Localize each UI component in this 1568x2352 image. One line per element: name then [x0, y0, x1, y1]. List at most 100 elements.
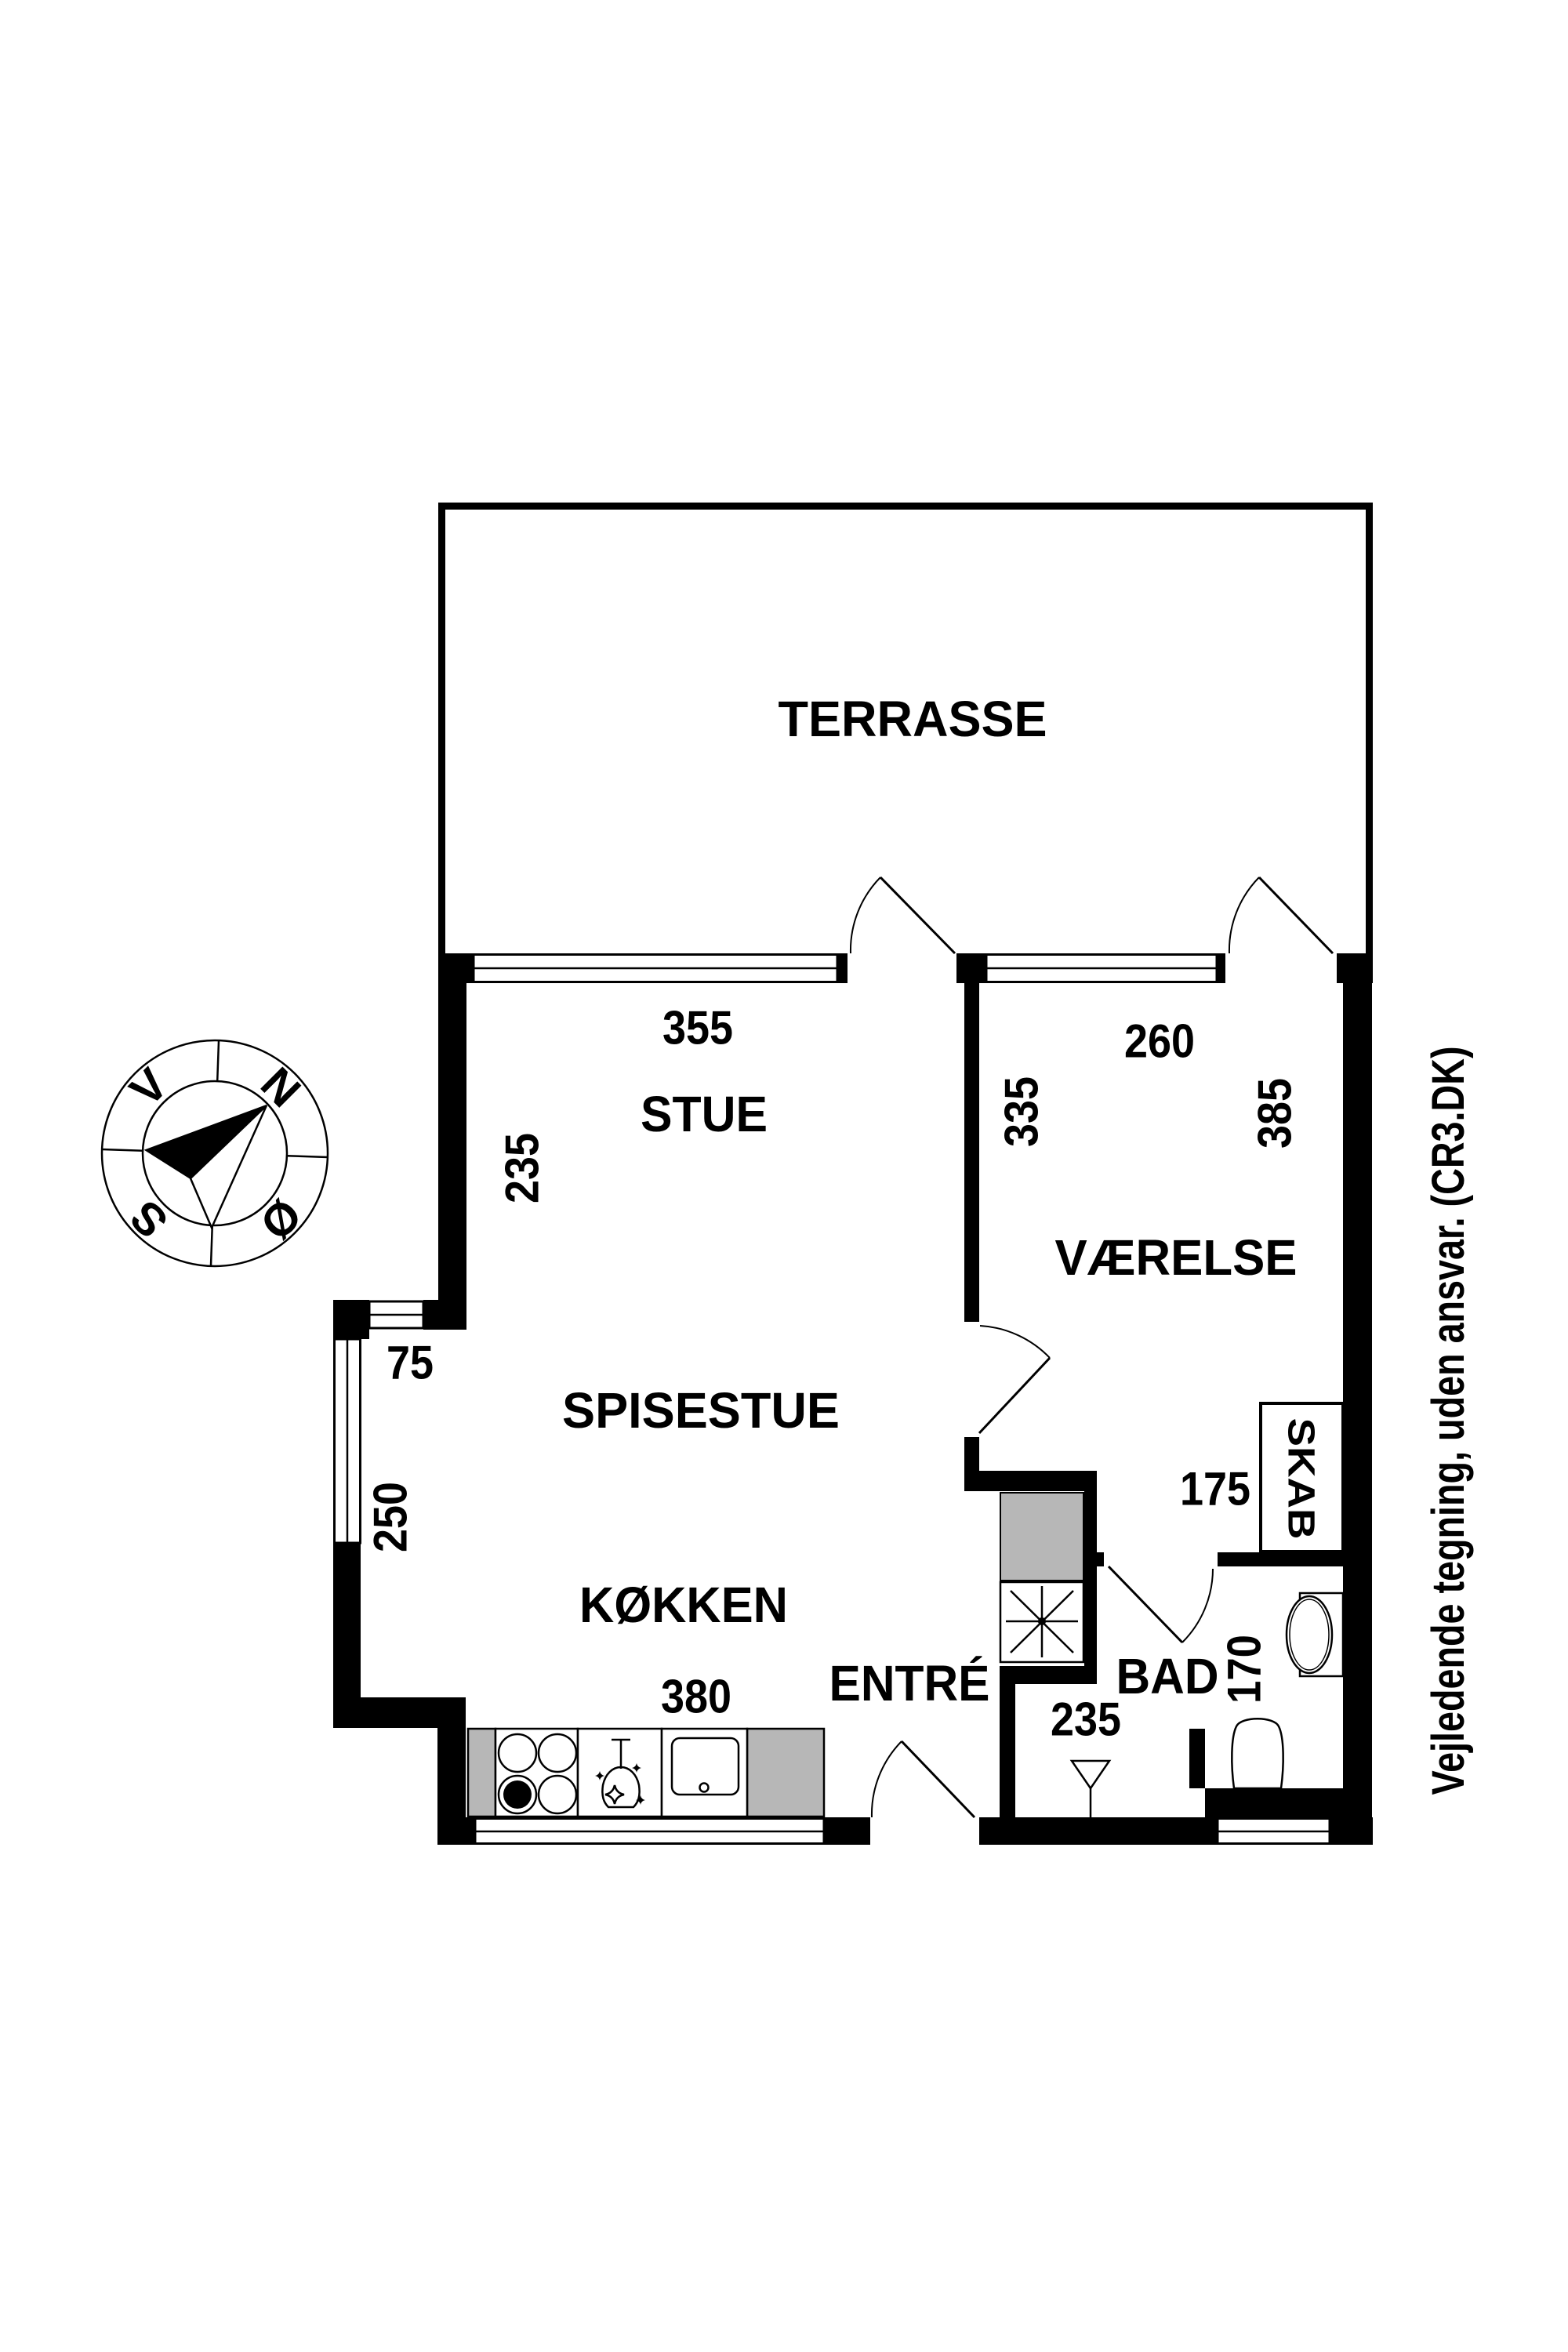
dim-stue-depth: 235: [496, 1133, 549, 1203]
dim-bad-depth: 170: [1218, 1635, 1271, 1704]
door-leaf-line: [900, 1740, 976, 1819]
wall-bottom-corner-left: [437, 1817, 475, 1845]
toilet-icon: [1231, 1718, 1284, 1790]
skab-closet: SKAB: [1259, 1402, 1345, 1553]
dishwasher-icon: [576, 1727, 663, 1818]
walls: [333, 953, 1373, 1845]
shower-column: [999, 1492, 1085, 1664]
dimension-labels: 355 235 260 335 385 75 250 380 175 235 1…: [365, 1002, 1301, 1746]
fixture-shape: [1231, 1718, 1284, 1790]
compass-rose-icon: N Ø S V: [100, 1039, 329, 1268]
counter-right-segment: [746, 1727, 826, 1818]
bad-window: [1216, 1817, 1331, 1845]
vaerelse-door: [978, 1325, 1051, 1435]
floor-drain-icon: [1069, 1759, 1112, 1817]
detail-line: [102, 1148, 143, 1152]
skab-label: SKAB: [1280, 1418, 1322, 1540]
sparkle-icon: [636, 1795, 645, 1805]
wall-left-lower: [333, 1543, 361, 1700]
wall-bottom-corner-right: [1330, 1817, 1373, 1845]
dim-kokken-width: 380: [661, 1671, 731, 1723]
wall-vaerelse-window-post: [1217, 953, 1225, 983]
fixture-shape: [699, 1782, 710, 1793]
fixture-shape: [1069, 1759, 1112, 1791]
wall-shower-bottom: [1000, 1666, 1097, 1684]
fixture-shape: [1285, 1595, 1334, 1675]
stue-terrasse-door: [849, 876, 956, 955]
vaerelse-terrasse-door: [1228, 876, 1334, 955]
sparkle-icon: [595, 1771, 604, 1780]
door-swing-arc: [979, 1325, 1051, 1359]
step-window: [368, 1300, 425, 1330]
door-swing-arc: [1181, 1568, 1214, 1643]
door-leaf-line: [1107, 1565, 1184, 1644]
kitchen-counter: [466, 1727, 826, 1818]
wall-step-right-block: [423, 1300, 466, 1330]
washbasin-icon: [1285, 1592, 1345, 1678]
entre-label: ENTRÉ: [829, 1655, 990, 1711]
wall-bottom-mid: [979, 1817, 1218, 1845]
fixture-shape: [670, 1737, 740, 1796]
door-swing-arc: [870, 1740, 902, 1818]
wall-right: [1343, 983, 1372, 1817]
disclaimer-note: Vejledende tegning, uden ansvar. (CR3.DK…: [1423, 1047, 1474, 1795]
door-leaf-line: [978, 1356, 1051, 1435]
dim-vaerelse-width: 260: [1124, 1015, 1195, 1068]
bad-label: BAD: [1116, 1648, 1219, 1704]
stue-window: [472, 953, 839, 983]
wall-toilet-band: [1205, 1788, 1343, 1817]
door-swing-arc: [1228, 877, 1260, 954]
wall-left-stue: [438, 983, 466, 1330]
wall-step-left-block: [333, 1300, 369, 1339]
terrasse-label: TERRASSE: [779, 691, 1047, 747]
wall-bottom-entry-post: [824, 1817, 870, 1845]
sparkle-icon: [632, 1763, 641, 1773]
wall-middle-upper: [964, 983, 979, 1322]
fixture-shape: [497, 1733, 538, 1773]
dim-vaerelse-depth-left: 335: [996, 1076, 1048, 1147]
dim-vaerelse-depth-right: 385: [1249, 1078, 1301, 1149]
dim-bad-width: 235: [1051, 1693, 1121, 1746]
compass-west-label: V: [120, 1058, 178, 1116]
bad-door: [1107, 1565, 1214, 1644]
wall-top-right-post: [1337, 953, 1373, 983]
spisestue-label: SPISESTUE: [562, 1382, 840, 1439]
dim-step-window: 75: [387, 1337, 434, 1389]
terrasse-outline: [438, 503, 1373, 953]
detail-line: [216, 1040, 220, 1082]
stove-icon: [494, 1727, 579, 1818]
wall-middle-post: [956, 953, 986, 983]
kitchen-sink-icon: [660, 1727, 749, 1818]
shower-cabin-icon: [999, 1581, 1085, 1664]
fixture-shape: [537, 1774, 578, 1815]
door-swing-arc: [849, 877, 881, 954]
bathroom-fixtures: [1069, 1592, 1345, 1817]
skab-box: [1259, 1402, 1345, 1553]
doors: [849, 876, 1334, 1819]
dim-stue-width: 355: [662, 1002, 733, 1054]
kokken-window: [474, 1817, 826, 1845]
windows: [333, 953, 1331, 1845]
wall-bottom-left-band: [333, 1697, 466, 1728]
wall-top-left-post: [438, 953, 474, 983]
sparkle-icon: [604, 1784, 625, 1805]
detail-line: [286, 1154, 328, 1159]
kokken-label: KØKKEN: [579, 1577, 788, 1633]
compass-south-label: S: [120, 1190, 177, 1247]
door-leaf-line: [1258, 876, 1334, 955]
spisestue-window: [333, 1338, 361, 1544]
dim-entre-passage: 175: [1180, 1463, 1250, 1515]
wall-shower-right: [1084, 1491, 1097, 1666]
wall-stue-door-left-post: [837, 953, 848, 983]
stue-label: STUE: [641, 1086, 768, 1142]
dim-spisestue-window: 250: [365, 1482, 417, 1552]
detail-line: [601, 1766, 641, 1809]
compass-east-label: Ø: [250, 1189, 311, 1250]
vaerelse-window: [985, 953, 1218, 983]
counter-left-segment: [466, 1727, 497, 1818]
vaerelse-label: VÆRELSE: [1055, 1229, 1298, 1286]
wall-bad-door-stub: [1097, 1552, 1104, 1566]
wall-skab-bottom: [1218, 1552, 1343, 1566]
